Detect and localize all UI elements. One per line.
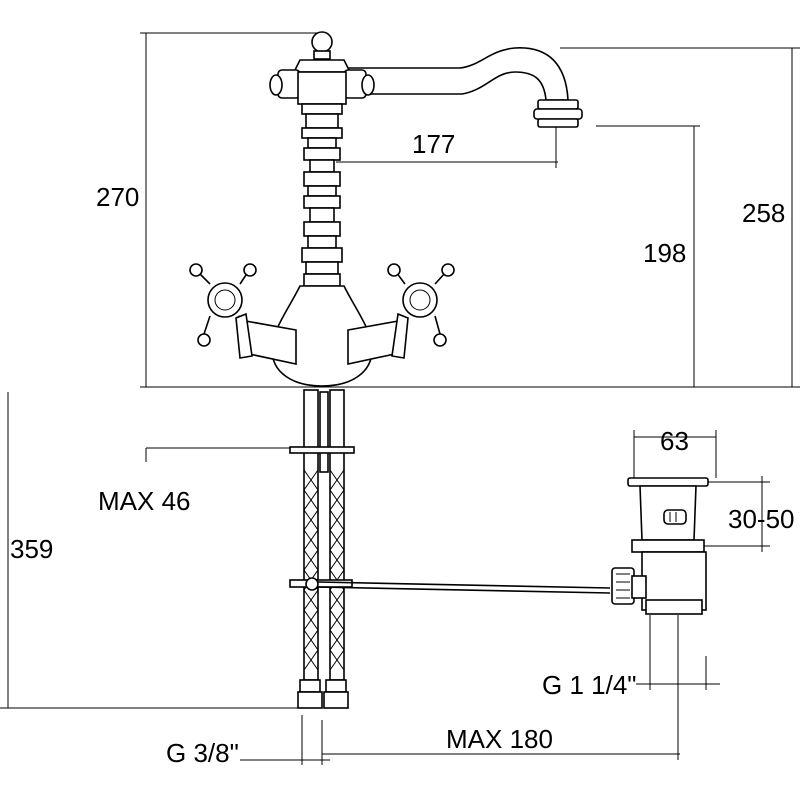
dim-label-30-50: 30-50: [728, 504, 795, 534]
dim-label-max180: MAX 180: [446, 724, 553, 754]
dim-label-g38: G 3/8": [166, 738, 239, 768]
dimension-lines: [0, 32, 800, 765]
dim-label-198: 198: [643, 238, 686, 268]
dim-label-258: 258: [742, 198, 785, 228]
dim-label-177: 177: [412, 129, 455, 159]
popup-rod: [289, 577, 611, 594]
dimension-labels: 270 177 258 198 359 MAX 46 63 30-50 G 1 …: [10, 129, 795, 768]
dim-label-359: 359: [10, 534, 53, 564]
dim-label-63: 63: [660, 426, 689, 456]
waste-drain: [611, 477, 709, 615]
dim-label-270: 270: [96, 182, 139, 212]
faucet: [189, 31, 583, 387]
dim-label-max46: MAX 46: [98, 486, 191, 516]
dim-label-g114: G 1 1/4": [542, 670, 637, 700]
supply-hoses: [289, 389, 355, 709]
